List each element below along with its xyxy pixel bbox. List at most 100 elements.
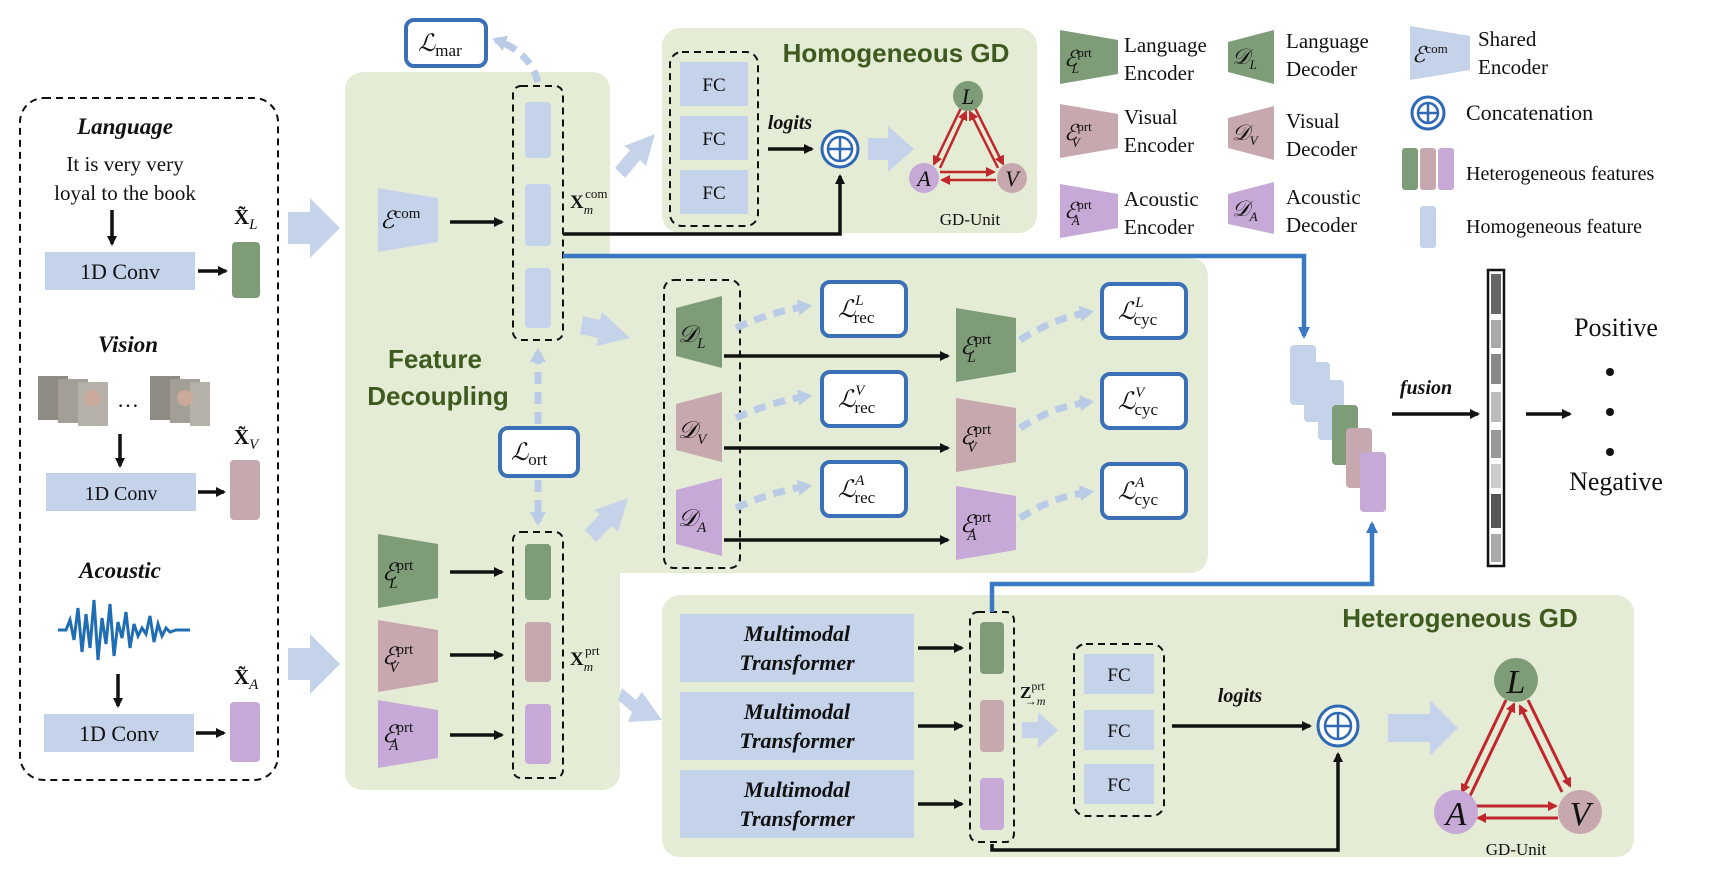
feature-decoupling-title-1: Feature — [388, 344, 482, 374]
homogeneous-fc — [680, 116, 748, 160]
feature-decoupling-title-2: Decoupling — [367, 381, 509, 411]
fat-arrow — [580, 312, 630, 346]
legend-visual-encoder-line1: Visual — [1124, 105, 1178, 129]
fat-arrow — [868, 126, 914, 172]
re-encoder-L-shape — [956, 308, 1016, 382]
cyc-curved-arrow — [1018, 395, 1094, 431]
negative-label: Negative — [1569, 467, 1663, 496]
homogeneous-fc-label: FC — [702, 183, 725, 204]
common-to-fusion-connector — [563, 253, 1310, 339]
video-frame — [190, 382, 210, 426]
multimodal-transformer — [680, 770, 914, 838]
vision-frames: … — [38, 376, 210, 426]
acoustic-conv-box — [44, 714, 194, 752]
legend-visual-decoder-line2: Decoder — [1286, 137, 1357, 161]
language-sentence-line1: It is very very — [66, 152, 184, 176]
decoders-frame — [663, 279, 741, 569]
homogeneous-fc-frame — [669, 51, 759, 227]
legend-shared-encoder-line1: Shared — [1478, 27, 1537, 51]
common-feature — [525, 268, 551, 328]
gd-node-L-label: L — [1506, 664, 1526, 701]
heterogeneous-feature-V — [980, 700, 1004, 752]
legend-visual-decoder-symbol: 𝒟V — [1232, 120, 1260, 148]
legend-visual-encoder-icon — [1060, 104, 1118, 158]
heterogeneous-fc-label: FC — [1107, 775, 1130, 796]
loss-ort-label: ℒort — [511, 440, 547, 469]
common-features-frame — [512, 85, 564, 341]
fusion-label: fusion — [1400, 377, 1452, 399]
cyc-curved-arrow — [1018, 305, 1094, 343]
cyc-curved-arrow — [1018, 485, 1094, 521]
fat-arrow — [1022, 712, 1058, 748]
heterogeneous-to-fusion-connector — [989, 521, 1378, 612]
legend-language-decoder-line1: Language — [1286, 29, 1369, 53]
dot — [1606, 408, 1614, 416]
features-to-concat-arrow — [990, 752, 1343, 852]
legend-shared-encoder-symbol: ℰcom — [1412, 41, 1448, 67]
legend-shared-encoder-line2: Encoder — [1478, 55, 1548, 79]
vision-title: Vision — [98, 332, 158, 357]
transformer-line1: Multimodal — [743, 699, 851, 724]
heterogeneous-gd-title: Heterogeneous GD — [1342, 603, 1578, 633]
homogeneous-fc-label: FC — [702, 129, 725, 150]
fat-arrow — [1388, 700, 1458, 756]
loss-cyc-L-box — [1100, 282, 1188, 340]
input-block: Language It is very very loyal to the bo… — [19, 97, 279, 781]
legend-language-encoder-icon — [1060, 30, 1118, 84]
language-feature-label: X̃L — [234, 205, 258, 233]
fat-arrow — [288, 634, 340, 694]
legend-language-encoder-line1: Language — [1124, 33, 1207, 57]
fat-arrow — [288, 198, 340, 258]
legend-visual-encoder-line2: Encoder — [1124, 133, 1194, 157]
positive-label: Positive — [1574, 313, 1658, 342]
homogeneous-fc-label: FC — [702, 75, 725, 96]
legend-acoustic-decoder-icon — [1228, 182, 1274, 234]
gd-node-L-label: L — [961, 84, 974, 109]
transformer-line2: Transformer — [739, 806, 855, 831]
vision-ellipsis: … — [117, 387, 139, 412]
heterogeneous-fc — [1084, 654, 1154, 694]
heterogeneous-gd: Heterogeneous GD Multimodal Transformer … — [680, 603, 1602, 859]
re-encoder-V-shape — [956, 398, 1016, 472]
gd-node-L — [953, 81, 983, 111]
decoder-A-shape — [676, 478, 722, 556]
face — [177, 390, 193, 406]
fat-arrow — [618, 688, 662, 722]
input-flow-arrows — [288, 198, 340, 694]
homogeneous-gd-unit: L A V GD-Unit — [909, 81, 1027, 229]
decoder-V-shape — [676, 392, 722, 462]
legend-visual-decoder-line1: Visual — [1286, 109, 1340, 133]
heterogeneous-fc-frame — [1073, 643, 1165, 817]
homogeneous-gd-title: Homogeneous GD — [783, 38, 1010, 68]
legend-acoustic-decoder-line2: Decoder — [1286, 213, 1357, 237]
common-feature — [525, 184, 551, 246]
legend-acoustic-decoder-symbol: 𝒟A — [1232, 196, 1258, 224]
private-feature-L — [525, 544, 551, 600]
mar-curved-arrow — [492, 35, 542, 84]
multimodal-transformer — [680, 614, 914, 682]
feature-decoupling-panel — [345, 72, 1208, 790]
heterogeneous-gd-unit-label: GD-Unit — [1486, 840, 1547, 859]
heterogeneous-fc — [1084, 710, 1154, 750]
rec-curved-arrow — [734, 479, 812, 512]
rec-curved-arrow — [734, 389, 812, 422]
homogeneous-fc — [680, 62, 748, 106]
heterogeneous-feature-L — [980, 622, 1004, 674]
heterogeneous-concat-icon — [1316, 704, 1360, 748]
fat-arrow — [585, 498, 628, 542]
heterogeneous-logits-label: logits — [1218, 685, 1263, 707]
loss-rec-A-box — [820, 460, 908, 518]
vision-feature-block — [230, 460, 260, 520]
blue-connectors — [563, 253, 1378, 612]
fat-arrow — [615, 134, 655, 178]
x-prt-label: Xmprt — [570, 643, 600, 674]
